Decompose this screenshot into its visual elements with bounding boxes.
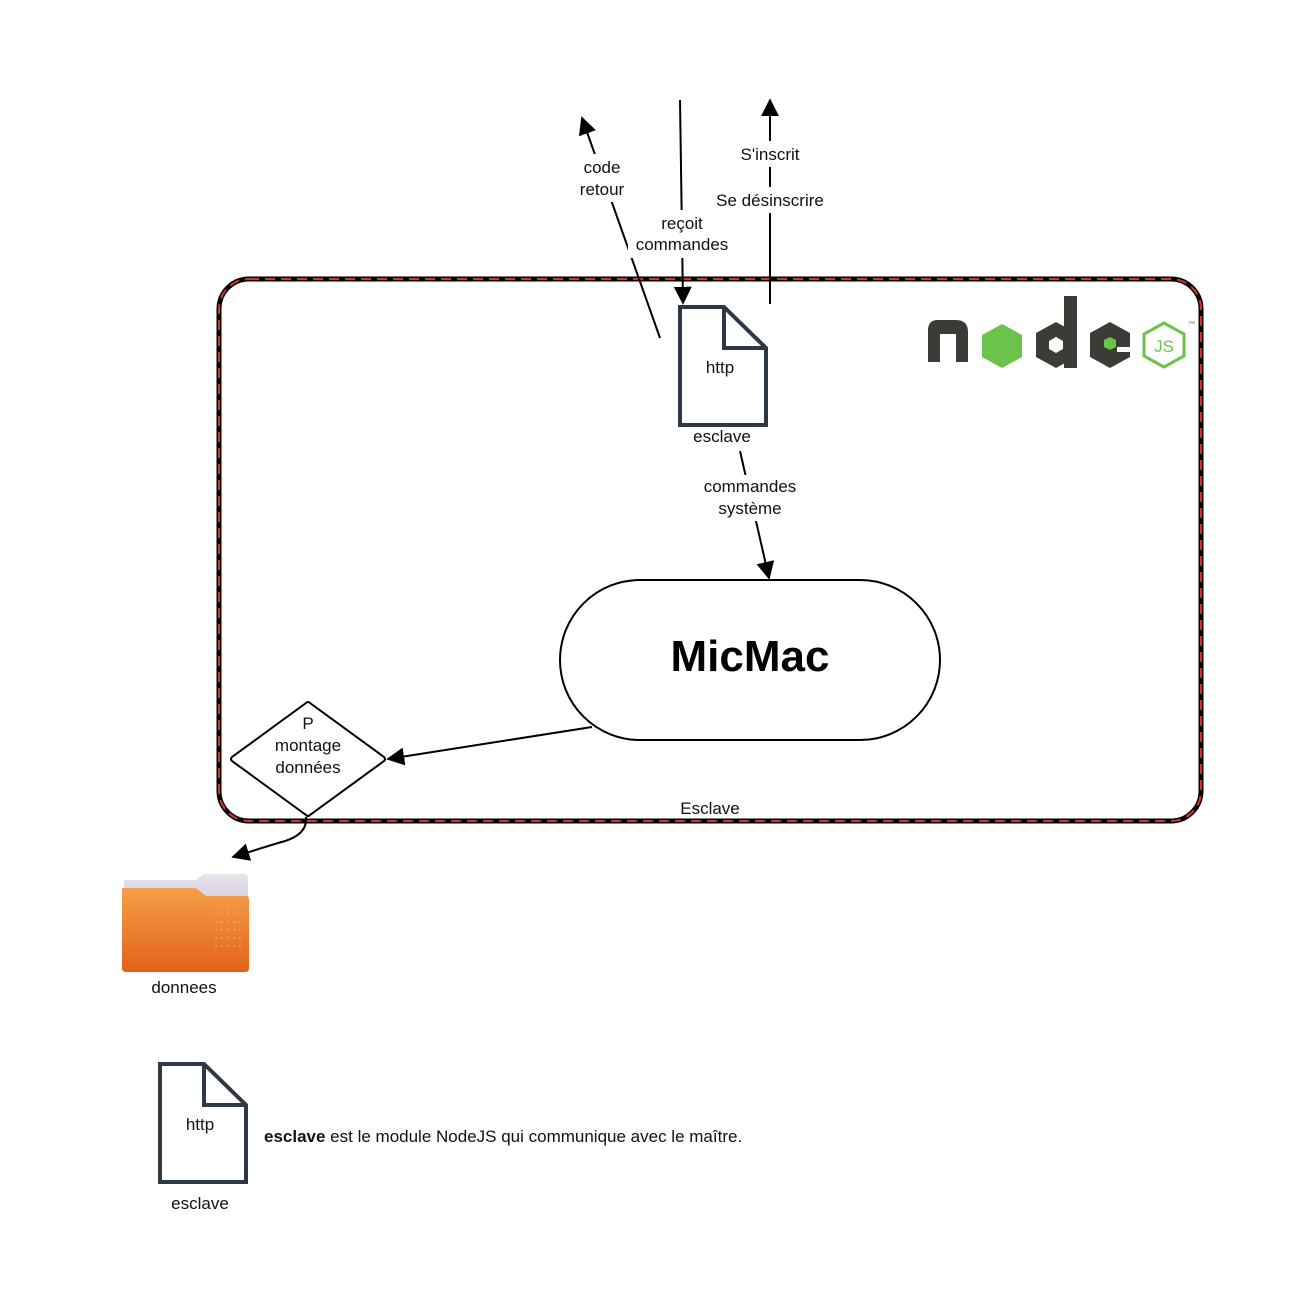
http-node-inner-label: http — [706, 358, 734, 377]
arrow-commandes-systeme: commandes système — [698, 450, 802, 580]
folder-caption: donnees — [151, 978, 216, 997]
montage-line1: P — [302, 714, 313, 733]
legend-doc-inner-label: http — [186, 1115, 214, 1134]
esclave-container: Esclave — [216, 276, 1204, 824]
micmac-node[interactable]: MicMac — [559, 579, 941, 741]
http-document-node[interactable]: http esclave — [678, 305, 768, 446]
code-retour-line1: code — [584, 158, 621, 177]
arrow-montage-to-folder — [231, 816, 308, 861]
desinscrire-label: Se désinscrire — [716, 191, 824, 210]
legend-term: esclave — [264, 1127, 326, 1146]
container-label: Esclave — [680, 799, 740, 818]
sinscrit-label: S'inscrit — [741, 145, 800, 164]
folder-icon[interactable]: donnees — [122, 874, 249, 997]
arrow-code-retour: code retour — [572, 116, 661, 339]
commandes-systeme-line2: système — [718, 499, 781, 518]
commandes-systeme-line1: commandes — [704, 477, 797, 496]
http-node-caption: esclave — [693, 427, 751, 446]
recoit-line2: commandes — [636, 235, 729, 254]
arrow-sinscrit: S'inscrit Se désinscrire — [708, 98, 832, 304]
nodejs-tm: ™ — [1188, 321, 1195, 328]
micmac-label: MicMac — [671, 632, 830, 681]
legend-doc-caption: esclave — [171, 1194, 229, 1213]
nodejs-logo: JS ™ — [928, 296, 1195, 369]
montage-decision-node[interactable]: P montage données — [230, 701, 386, 817]
recoit-line1: reçoit — [661, 214, 703, 233]
arrow-recoit-commandes: reçoit commandes — [628, 99, 736, 305]
montage-line2: montage — [275, 736, 341, 755]
nodejs-badge-text: JS — [1154, 337, 1174, 356]
montage-line3: données — [275, 758, 340, 777]
arrow-micmac-to-montage — [386, 726, 593, 766]
code-retour-line2: retour — [580, 180, 625, 199]
legend-description: esclave est le module NodeJS qui communi… — [264, 1127, 742, 1147]
legend-http-document: http esclave — [158, 1062, 248, 1213]
legend-description-text: est le module NodeJS qui communique avec… — [325, 1127, 743, 1146]
